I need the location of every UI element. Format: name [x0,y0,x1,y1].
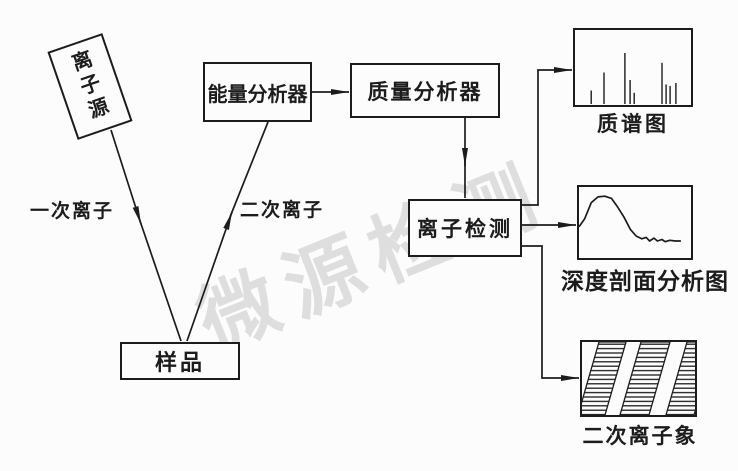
depth-profile-plot [579,195,681,243]
ion-source-label: 离子源 [65,47,114,127]
edge-primary-ions-b [138,217,182,342]
node-sample: 样品 [120,342,240,380]
ion-image-frame [580,340,697,417]
mass-spectrum-plot [590,53,677,104]
mass-spectrum-caption: 质谱图 [597,112,669,136]
edge-primary-ions-a [110,129,142,225]
node-mass-analyzer: 质量分析器 [350,63,500,118]
mass-spectrum-frame [573,28,693,107]
energy-analyzer-label: 能量分析器 [207,81,308,106]
depth-profile-frame [577,185,693,260]
ion-image-caption: 二次离子象 [582,424,698,448]
mass-analyzer-label: 质量分析器 [367,79,483,104]
node-ion-source: 离子源 [47,33,133,140]
ion-detection-label: 离子检测 [417,217,513,241]
secondary-ions-label: 二次离子 [240,199,325,221]
primary-ions-label: 一次离子 [30,200,115,222]
node-ion-detection: 离子检测 [408,199,522,257]
depth-profile-caption: 深度剖面分析图 [561,269,729,295]
ion-image-plot [582,342,695,415]
sample-label: 样品 [154,351,205,376]
node-energy-analyzer: 能量分析器 [203,62,312,122]
